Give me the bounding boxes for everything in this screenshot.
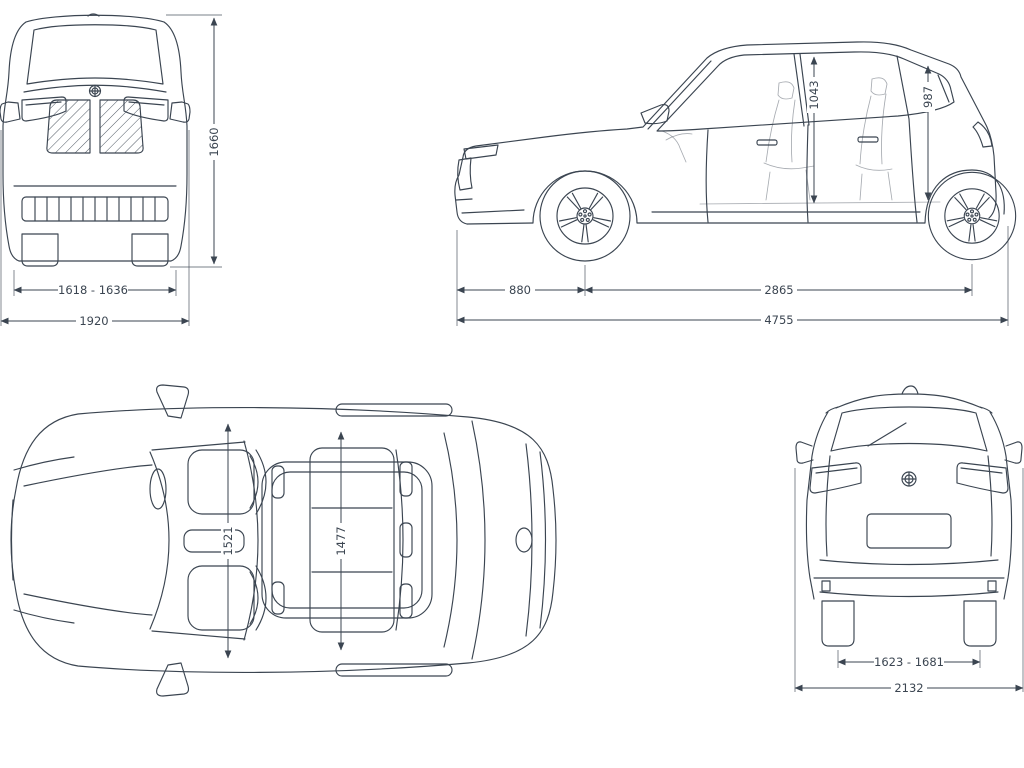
rear-window bbox=[830, 406, 988, 452]
side-view-interior bbox=[661, 77, 941, 205]
seat-front-left bbox=[187, 449, 255, 515]
bmw-logo-icon bbox=[88, 84, 102, 98]
side-glass bbox=[656, 51, 955, 132]
kidney-grille-right bbox=[99, 99, 144, 154]
mirror-right bbox=[169, 101, 191, 123]
front-view-dimensions: 1660 1618 - 1636 1920 bbox=[0, 14, 222, 328]
license-plate-recess bbox=[866, 513, 952, 549]
front-wheel-right bbox=[131, 233, 169, 267]
dim-label-front-track: 1618 - 1636 bbox=[58, 283, 128, 297]
side-mirror bbox=[640, 104, 670, 125]
taillight-right bbox=[956, 462, 1009, 494]
rear-view-dimensions: 1623 - 1681 2132 bbox=[794, 468, 1024, 695]
side-body-outline bbox=[454, 41, 997, 225]
panorama-roof-inner bbox=[271, 471, 423, 609]
rear-wheel-right bbox=[963, 600, 997, 647]
steering-wheel bbox=[149, 468, 167, 510]
dim-label-overall-height: 1660 bbox=[207, 127, 221, 156]
dim-label-overall-width: 1920 bbox=[79, 314, 108, 328]
top-view-car-drawing bbox=[10, 384, 557, 697]
side-view-car-drawing bbox=[454, 41, 1017, 262]
bmw-logo-icon bbox=[901, 471, 917, 487]
panorama-roof-outer bbox=[261, 461, 433, 619]
dim-label-rear-track: 1623 - 1681 bbox=[874, 655, 944, 669]
mirror-right bbox=[1004, 441, 1023, 464]
top-view: 1521 1477 bbox=[10, 384, 557, 697]
rear-wheel-left bbox=[821, 600, 855, 647]
rear-bench bbox=[309, 447, 395, 633]
center-console bbox=[183, 529, 245, 553]
mirror-left bbox=[795, 441, 814, 464]
taillight-left bbox=[809, 462, 862, 494]
roof-rail-bottom bbox=[335, 663, 453, 677]
dim-label-wheelbase: 2865 bbox=[764, 283, 793, 297]
rear-view-car-drawing bbox=[795, 385, 1023, 647]
roof-rail-top bbox=[335, 403, 453, 417]
mirror-bottom bbox=[156, 662, 190, 697]
antenna-fin bbox=[901, 385, 919, 395]
side-view-dimensions: 1043 987 880 2865 4755 bbox=[456, 56, 1009, 327]
mirror-left bbox=[0, 101, 21, 123]
top-view-dimensions: 1521 1477 bbox=[221, 423, 348, 659]
side-view: 1043 987 880 2865 4755 bbox=[454, 41, 1017, 327]
dim-label-headroom-front: 1043 bbox=[807, 80, 821, 109]
front-view: 1660 1618 - 1636 1920 bbox=[0, 13, 222, 328]
antenna-fin bbox=[515, 527, 533, 553]
dim-label-interior-width-rear: 1477 bbox=[334, 526, 348, 555]
front-wheel-left bbox=[21, 233, 59, 267]
mirror-top bbox=[156, 384, 190, 419]
dim-label-rear-overall-width: 2132 bbox=[894, 681, 923, 695]
front-view-car-drawing bbox=[0, 13, 191, 267]
top-body-outline bbox=[10, 407, 557, 673]
dim-label-headroom-rear: 987 bbox=[921, 86, 935, 108]
dim-label-interior-width-front: 1521 bbox=[221, 526, 235, 555]
kidney-grille-left bbox=[46, 99, 91, 154]
rear-view: 1623 - 1681 2132 bbox=[794, 385, 1024, 695]
dim-label-overall-length: 4755 bbox=[764, 313, 793, 327]
dim-label-front-overhang: 880 bbox=[509, 283, 531, 297]
rear-wiper bbox=[867, 422, 907, 447]
seat-front-right bbox=[187, 565, 255, 631]
